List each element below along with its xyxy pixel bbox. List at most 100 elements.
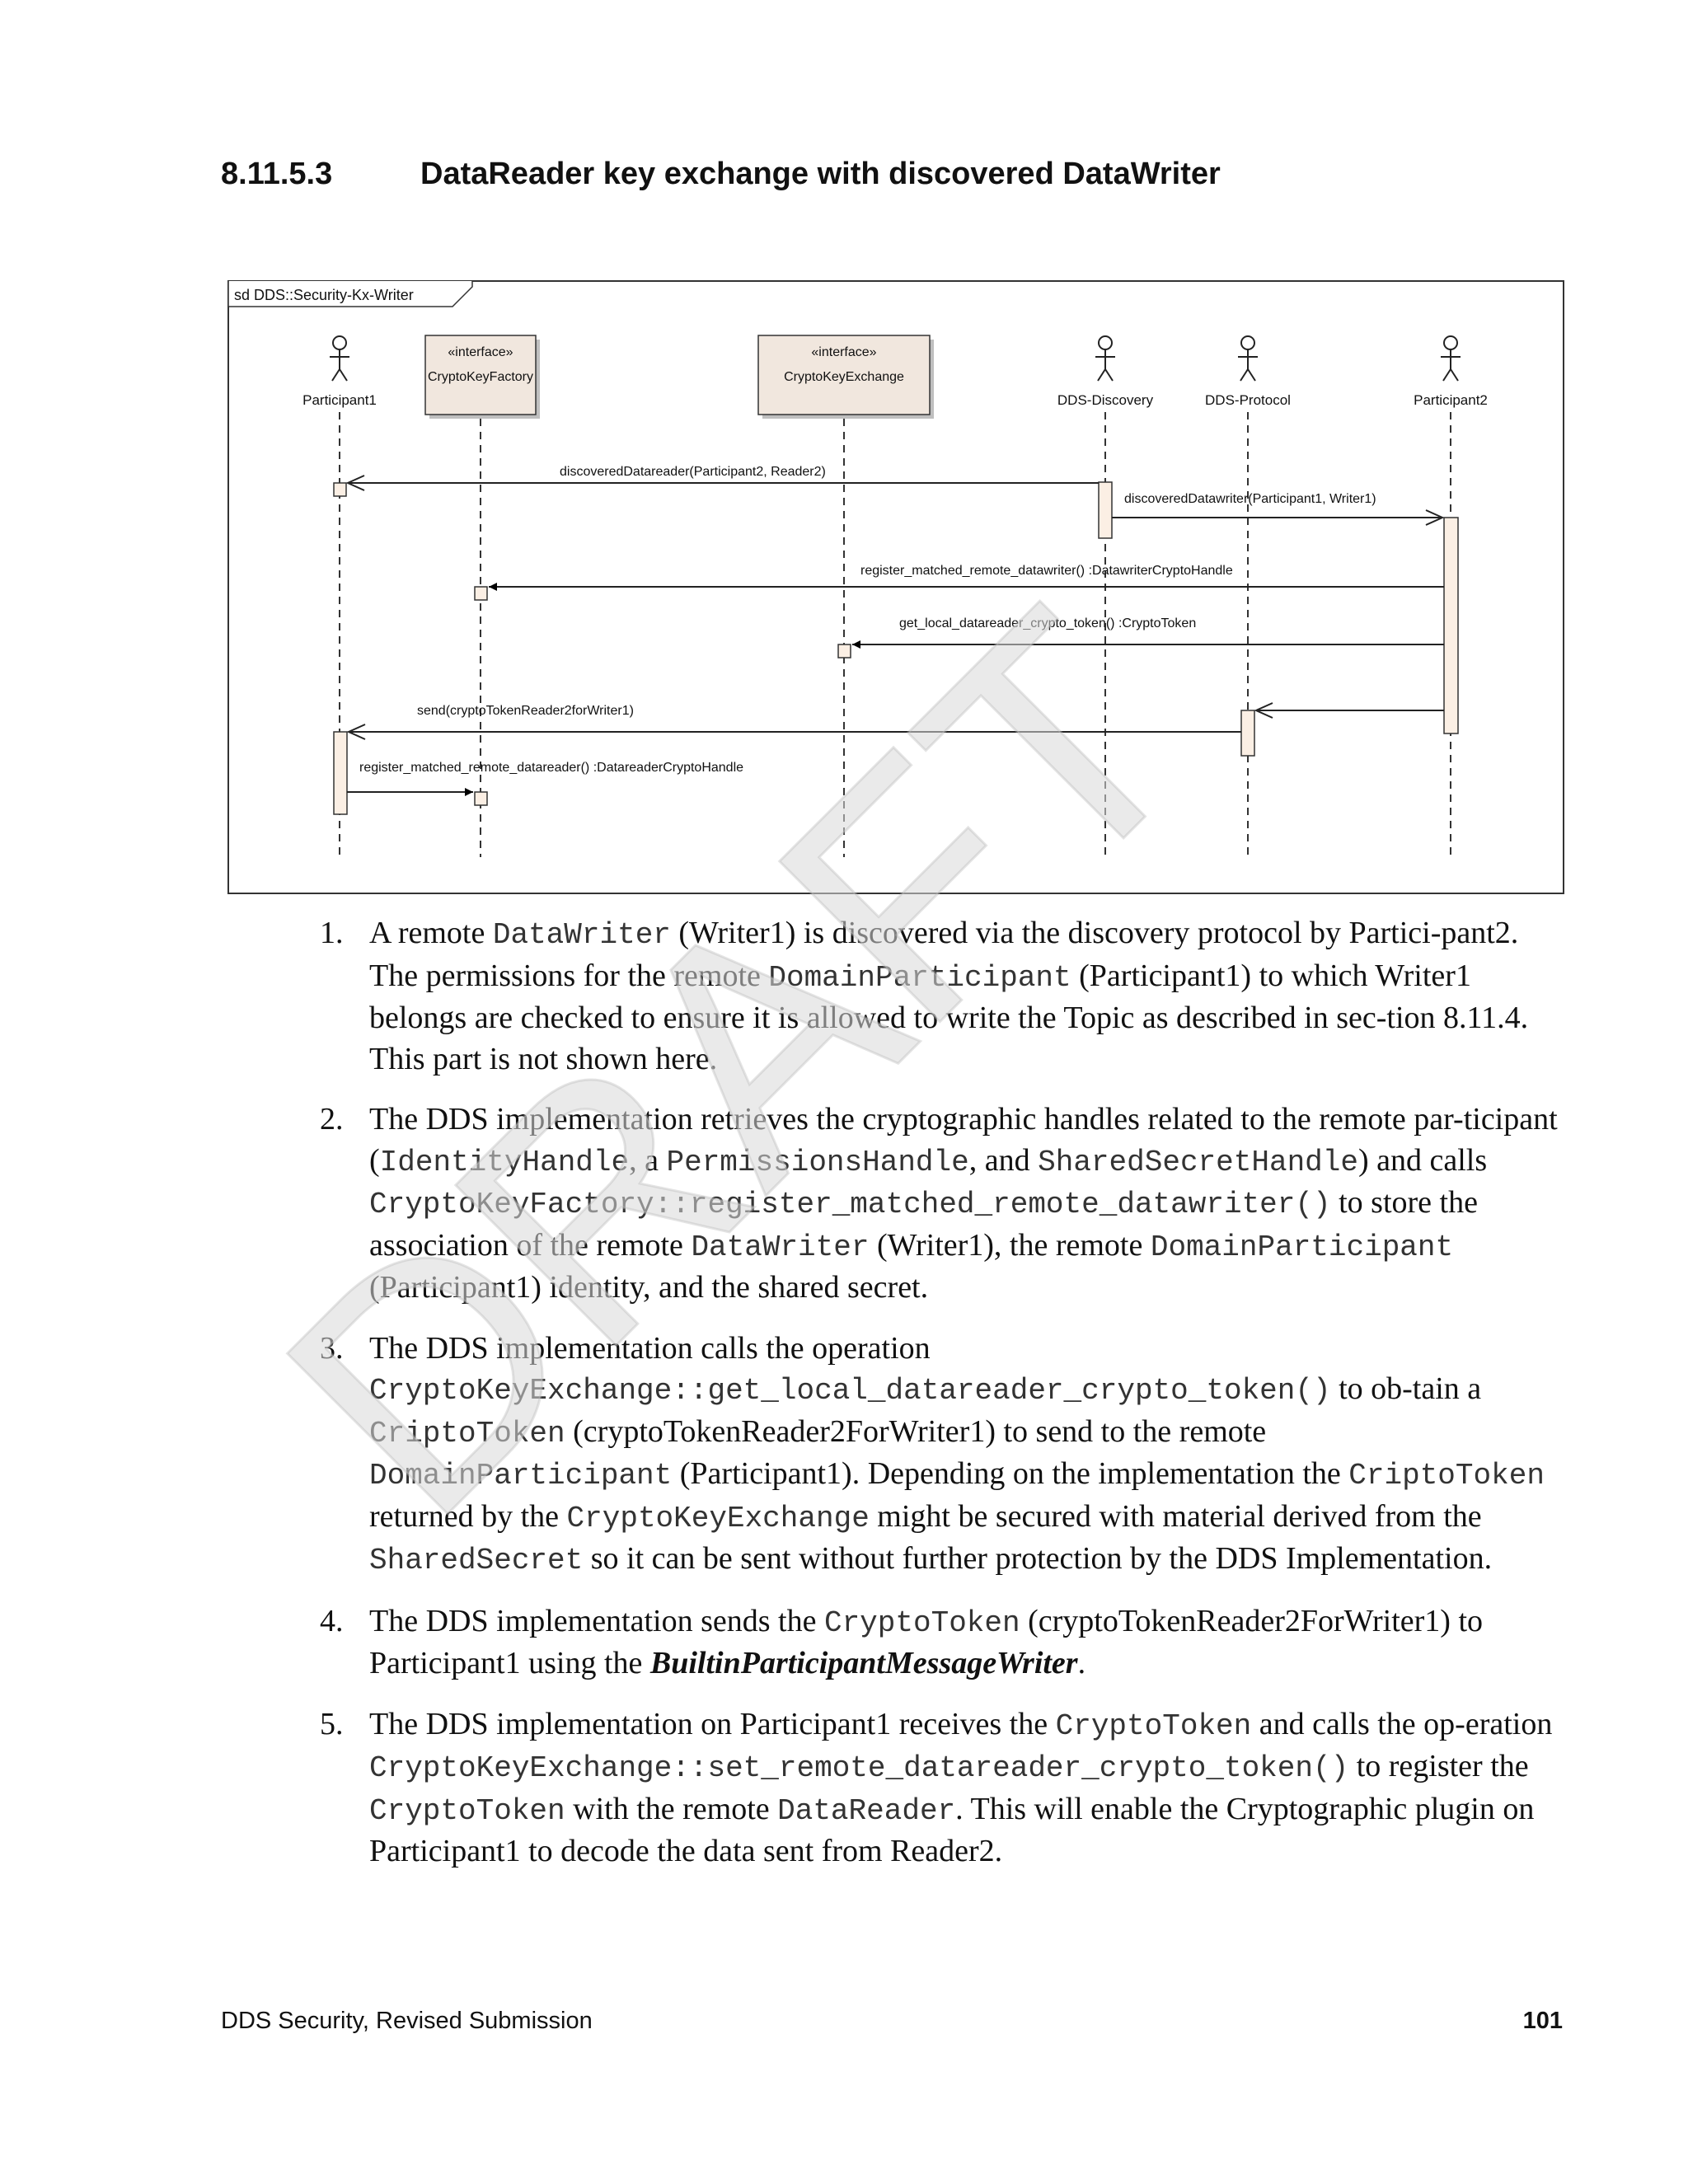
activations [333, 481, 1459, 815]
lifeline-label-dds-discovery: DDS-Discovery [1057, 392, 1154, 408]
code: CryptoKeyFactory::register_matched_remot… [369, 1188, 1331, 1221]
text: , and [968, 1142, 1039, 1178]
text: (cryptoTokenReader2ForWriter1) to send t… [565, 1413, 1267, 1449]
step-2: 2. The DDS implementation retrieves the c… [320, 1099, 1564, 1309]
code: CriptoToken [1348, 1459, 1545, 1493]
actor-icon [1238, 335, 1258, 382]
footer-document-title: DDS Security, Revised Submission [221, 2008, 593, 2034]
message-m3: register_matched_remote_datawriter() :Da… [860, 564, 1233, 578]
text: The DDS implementation retrieves the cry… [369, 1102, 1558, 1178]
text: so it can be sent without further protec… [583, 1541, 1493, 1576]
key-factory-name: CryptoKeyFactory [428, 370, 533, 384]
activation-participant1-m5 [333, 731, 348, 815]
activation-dds-discovery [1098, 481, 1113, 539]
lifeline-label-participant1: Participant1 [302, 392, 377, 408]
key-exchange-stereotype: «interface» [811, 345, 876, 359]
text: , a [629, 1142, 667, 1178]
lifeline-label-dds-protocol: DDS-Protocol [1205, 392, 1291, 408]
text: . [1077, 1646, 1086, 1680]
activation-participant2 [1443, 517, 1459, 734]
text: and calls the op-eration [1251, 1706, 1553, 1741]
section-title: DataReader key exchange with discovered … [420, 157, 1221, 191]
text: (Writer1) is discovered via the discover… [369, 916, 1519, 993]
step-4: 4. The DDS implementation sends the Crypt… [320, 1601, 1564, 1685]
section-number: 8.11.5.3 [221, 157, 333, 191]
code: CryptoKeyExchange::set_remote_datareader… [369, 1751, 1349, 1785]
text: The DDS implementation calls the operati… [369, 1330, 931, 1366]
step-number: 5. [320, 1706, 344, 1741]
message-arrows [345, 475, 1445, 796]
text: to ob-tain a [1330, 1371, 1482, 1406]
code: CryptoToken [369, 1793, 565, 1828]
code: SharedSecretHandle [1038, 1145, 1358, 1179]
frame-label-tab [227, 281, 473, 307]
text: (Participant1) identity, and the shared … [369, 1270, 929, 1305]
code: SharedSecret [369, 1544, 584, 1577]
interface-crypto-key-factory: «interface» CryptoKeyFactory [424, 335, 540, 419]
actor-dds-discovery: DDS-Discovery [1057, 335, 1154, 408]
message-m5: send(cryptoTokenReader2forWriter1) [417, 704, 634, 718]
step-3: 3. The DDS implementation calls the opera… [320, 1329, 1564, 1582]
text: A remote [369, 916, 493, 950]
arrowhead-m1 [345, 475, 365, 491]
step-number: 4. [320, 1603, 344, 1638]
code: CryptoToken [1055, 1708, 1252, 1743]
interface-box [757, 335, 931, 415]
emphasis: BuiltinParticipantMessageWriter [649, 1646, 1078, 1680]
activation-key-exchange-m4 [837, 644, 851, 658]
activation-participant1-m1 [333, 482, 347, 497]
text: (Participant1) to which Writer1 belongs … [369, 958, 1529, 1076]
actor-icon [1095, 335, 1115, 382]
section-heading: 8.11.5.3 DataReader key exchange with dis… [221, 157, 1221, 192]
message-m2: discoveredDatawriter(Participant1, Write… [1124, 492, 1376, 506]
actor-participant2: Participant2 [1414, 335, 1488, 408]
code: CriptoToken [369, 1416, 565, 1451]
text: . This will enable the Cryptographic plu… [369, 1791, 1535, 1869]
code: CryptoKeyExchange [566, 1501, 870, 1535]
code: DataReader [777, 1793, 956, 1828]
text: to store the association of the remote [369, 1185, 1478, 1263]
message-m4: get_local_datareader_crypto_token() :Cry… [899, 616, 1196, 630]
step-5: 5. The DDS implementation on Participant1… [320, 1704, 1564, 1872]
text: might be secured with material derived f… [869, 1498, 1482, 1534]
interface-crypto-key-exchange: «interface» CryptoKeyExchange [757, 335, 934, 419]
actor-icon [1441, 335, 1461, 382]
step-number: 1. [320, 916, 344, 950]
text: The DDS implementation sends the [369, 1603, 824, 1638]
key-factory-stereotype: «interface» [448, 345, 513, 359]
actor-icon [330, 335, 349, 382]
text: with the remote [565, 1791, 778, 1826]
step-1: 1. A remote DataWriter (Writer1) is disco… [320, 913, 1564, 1080]
code: DataWriter [492, 918, 671, 952]
activation-dds-protocol [1240, 710, 1255, 757]
code: CryptoToken [823, 1605, 1020, 1640]
text: to register the [1348, 1749, 1529, 1783]
actor-participant1: Participant1 [302, 335, 377, 408]
activation-key-factory-m6 [474, 791, 488, 806]
lifeline-label-participant2: Participant2 [1414, 392, 1488, 408]
message-m1: discoveredDatareader(Participant2, Reade… [560, 465, 826, 479]
arrowhead-m5 [346, 724, 366, 740]
message-m6: register_matched_remote_datareader() :Da… [359, 761, 743, 775]
step-list: 1. A remote DataWriter (Writer1) is disco… [320, 913, 1564, 1892]
arrowhead-m2 [1425, 509, 1445, 526]
step-number: 3. [320, 1330, 344, 1366]
sequence-diagram: sd DDS::Security-Kx-Writer Participant1 … [227, 280, 1564, 894]
frame-label: sd DDS::Security-Kx-Writer [234, 287, 414, 303]
text: ) and calls [1358, 1142, 1488, 1178]
text: (Writer1), the remote [869, 1227, 1151, 1263]
actor-dds-protocol: DDS-Protocol [1205, 335, 1291, 408]
step-number: 2. [320, 1102, 344, 1137]
text: (cryptoTokenReader2ForWriter1) to Partic… [369, 1603, 1483, 1681]
code: DomainParticipant [369, 1459, 673, 1493]
text: The DDS implementation on Participant1 r… [369, 1706, 1056, 1741]
text: returned by the [369, 1498, 567, 1534]
activation-key-factory-m3 [474, 586, 488, 601]
code: IdentityHandle [379, 1145, 630, 1179]
code: DomainParticipant [768, 960, 1071, 995]
interface-box [424, 335, 537, 415]
text: (Participant1). Depending on the impleme… [672, 1456, 1349, 1491]
code: CryptoKeyExchange::get_local_datareader_… [369, 1374, 1331, 1408]
key-exchange-name: CryptoKeyExchange [784, 370, 904, 384]
arrowhead-send-to-protocol [1254, 702, 1273, 719]
